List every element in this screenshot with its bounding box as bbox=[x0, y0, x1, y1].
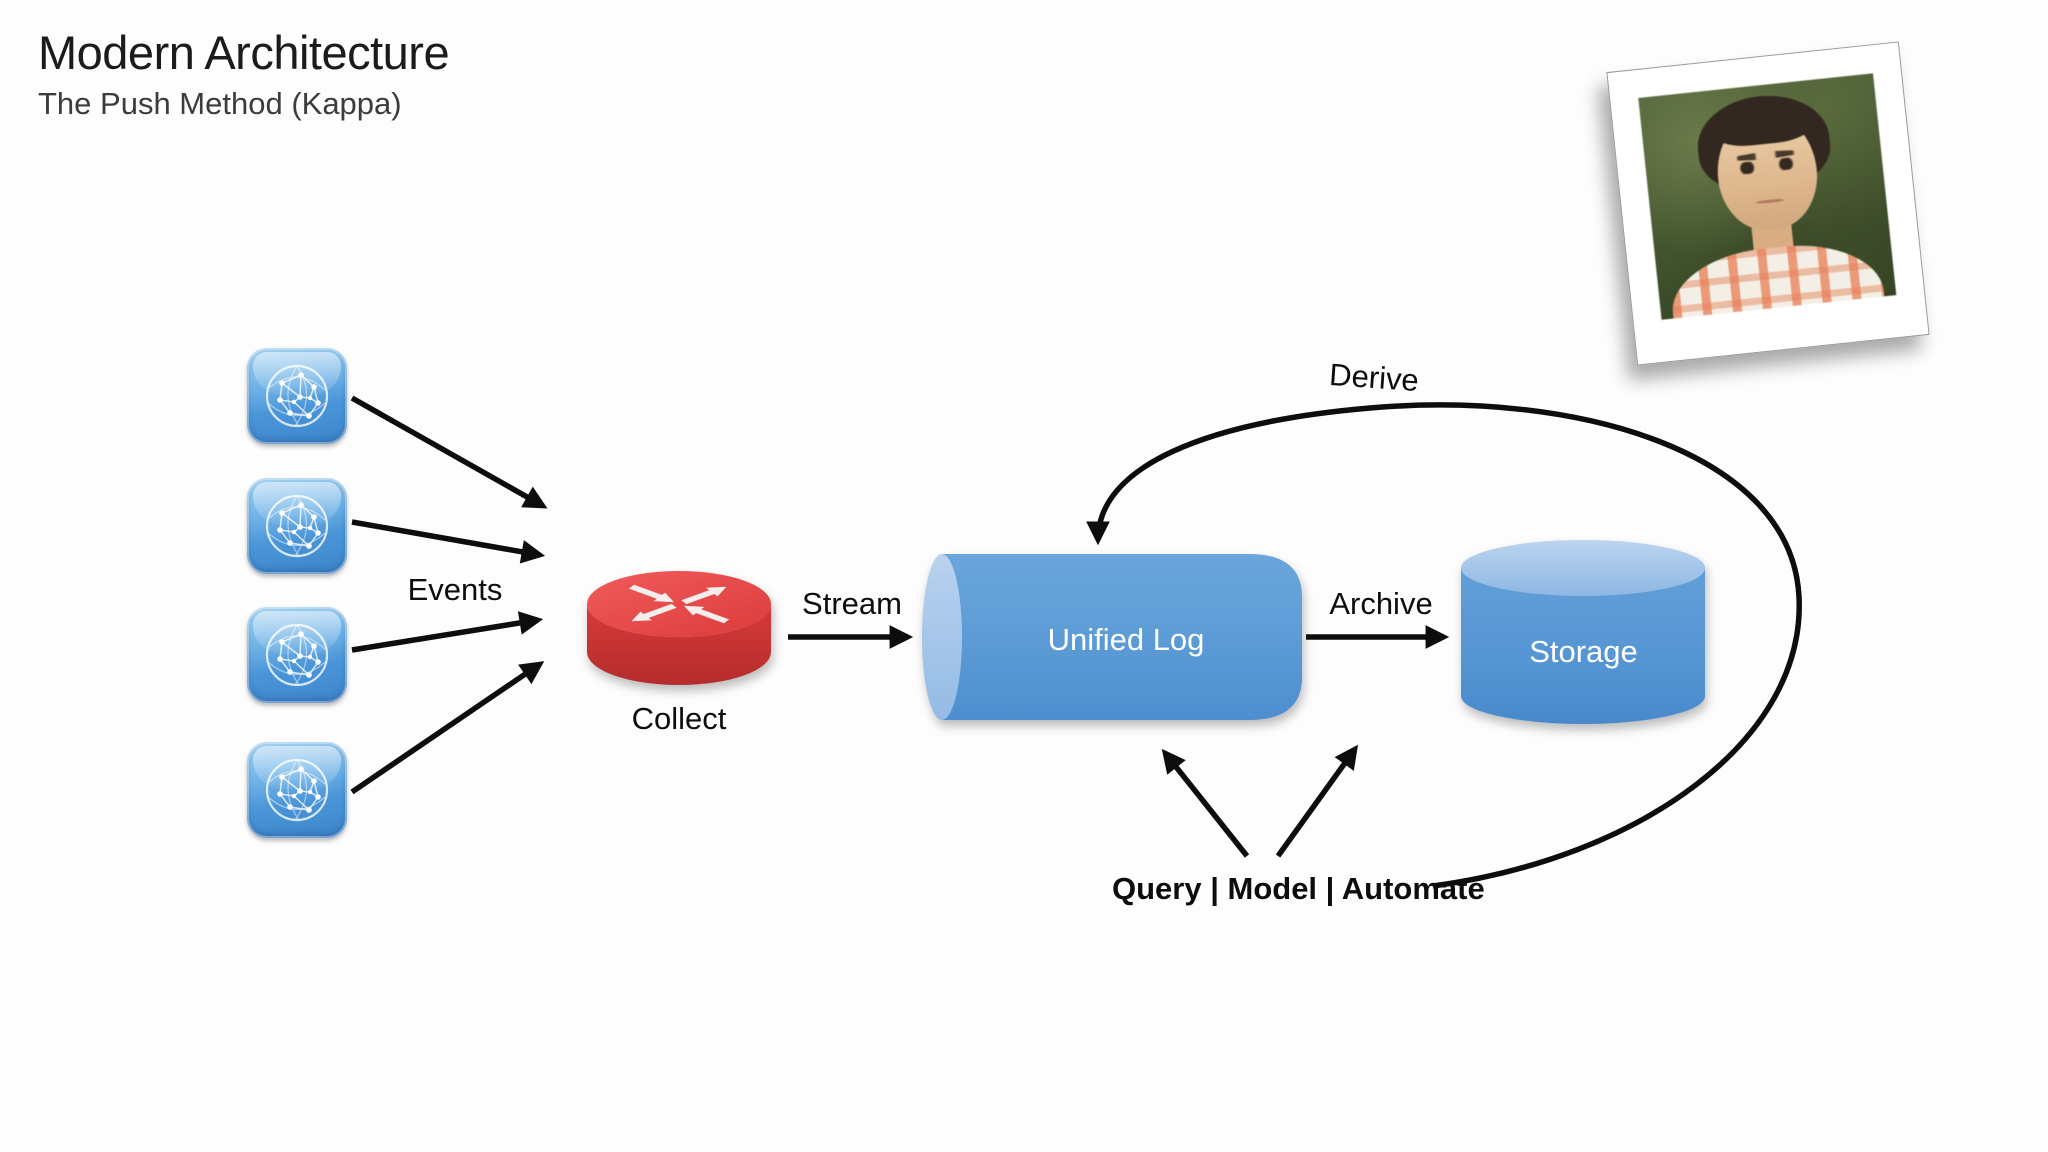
unified-log-node bbox=[922, 554, 1302, 720]
unified-log-label: Unified Log bbox=[1047, 622, 1205, 657]
network-globe-icon bbox=[265, 758, 329, 822]
slide-header: Modern Architecture The Push Method (Kap… bbox=[38, 26, 450, 122]
events-arrow-4 bbox=[350, 661, 545, 795]
query-model-automate-label: Query | Model | Automate bbox=[1112, 871, 1485, 906]
query-arrow-right bbox=[1275, 744, 1359, 858]
events-label: Events bbox=[407, 572, 503, 607]
source-app-icon bbox=[247, 607, 347, 703]
events-arrow-1 bbox=[350, 395, 548, 509]
network-globe-icon bbox=[265, 364, 329, 428]
archive-label: Archive bbox=[1329, 586, 1433, 621]
stream-label: Stream bbox=[802, 586, 902, 621]
query-arrow-left bbox=[1161, 748, 1250, 858]
collect-label: Collect bbox=[631, 701, 727, 736]
network-globe-icon bbox=[265, 623, 329, 687]
source-app-icon bbox=[247, 348, 347, 444]
storage-label: Storage bbox=[1529, 634, 1638, 669]
events-arrow-3 bbox=[351, 611, 544, 653]
derive-arrow bbox=[1086, 402, 1802, 889]
page-subtitle: The Push Method (Kappa) bbox=[38, 86, 402, 122]
events-arrow-2 bbox=[351, 519, 546, 564]
source-app-icon bbox=[247, 742, 347, 838]
collect-router-icon bbox=[587, 571, 771, 685]
network-globe-icon bbox=[265, 494, 329, 558]
source-app-icon bbox=[247, 478, 347, 574]
storage-node bbox=[1461, 540, 1705, 724]
page-title: Modern Architecture bbox=[38, 26, 450, 79]
